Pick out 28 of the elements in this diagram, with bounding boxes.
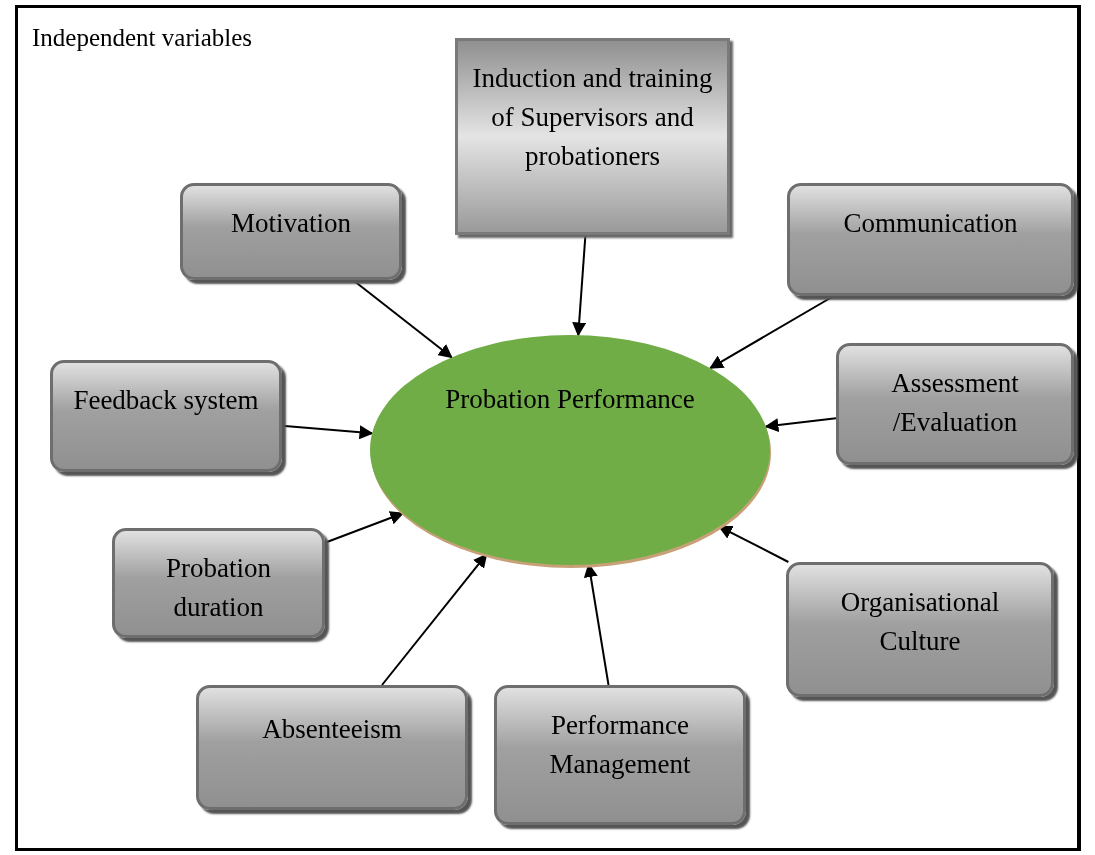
- node-text: Probation Performance: [444, 383, 696, 416]
- node-text: Organisational Culture: [839, 586, 1001, 659]
- arrow: [572, 234, 587, 337]
- node-text: Absenteeism: [261, 713, 403, 746]
- arrow: [764, 417, 837, 433]
- variable-box: [455, 38, 730, 235]
- variable-box: [787, 183, 1074, 296]
- node-text: Induction and training of Supervisors and probationers: [471, 62, 714, 174]
- variable-box: [836, 343, 1074, 465]
- heading-label: Independent variables: [32, 24, 253, 52]
- variable-box: [112, 528, 325, 638]
- variable-box: [196, 685, 468, 810]
- arrow: [718, 525, 790, 563]
- variable-box: [786, 562, 1054, 697]
- arrow: [381, 553, 488, 686]
- node-text: Performance Management: [548, 709, 692, 782]
- arrow: [351, 279, 453, 359]
- arrow: [281, 424, 374, 440]
- arrow: [324, 511, 405, 544]
- node-text: Assessment /Evaluation: [890, 367, 1020, 440]
- node-text: Communication: [842, 207, 1019, 240]
- arrow: [709, 295, 835, 370]
- variable-box: [180, 183, 402, 280]
- node-text: Feedback system: [72, 384, 260, 417]
- variable-box: [50, 360, 282, 472]
- node-text: Probation duration: [165, 552, 272, 625]
- variable-box: [494, 685, 746, 825]
- node-text: Motivation: [230, 207, 352, 240]
